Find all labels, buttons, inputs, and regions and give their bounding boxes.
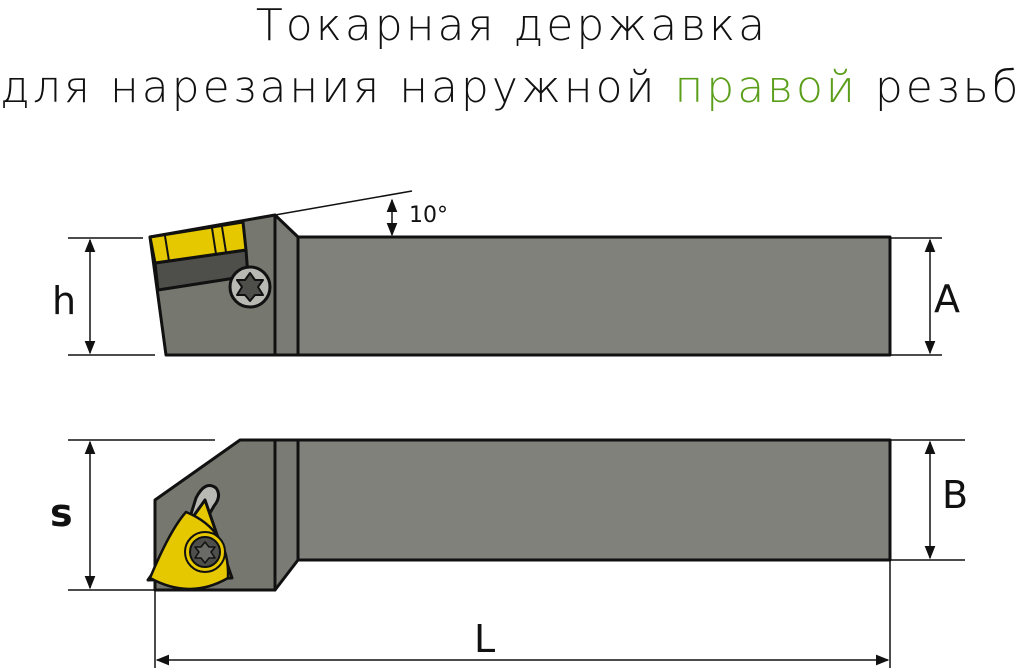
torx-screw-icon: [228, 265, 272, 309]
dimension-lines-top: [68, 190, 942, 356]
dim-s-label: s: [50, 491, 73, 535]
title-prefix: для нарезания наружной: [0, 62, 675, 113]
top-view: [148, 213, 892, 357]
dimension-lines-bottom: [68, 439, 965, 668]
dim-b-label: B: [942, 473, 968, 517]
torx-screw-icon: [189, 536, 221, 568]
shank-top: [296, 235, 892, 357]
angle-label: 10°: [409, 203, 448, 228]
title-line-1: Токарная державка: [255, 0, 769, 51]
bottom-view: [146, 438, 892, 592]
shank-bottom: [296, 438, 892, 562]
dim-h-label: h: [52, 279, 76, 323]
neck-bottom: [273, 438, 300, 592]
dim-a-label: A: [934, 277, 960, 321]
title-suffix: резьбы: [874, 62, 1024, 113]
dim-l-label: L: [474, 617, 495, 661]
title-highlight: правой: [674, 62, 858, 113]
title-line-2: для нарезания наружной правой резьбы: [0, 62, 1024, 113]
neck-top: [273, 213, 300, 357]
